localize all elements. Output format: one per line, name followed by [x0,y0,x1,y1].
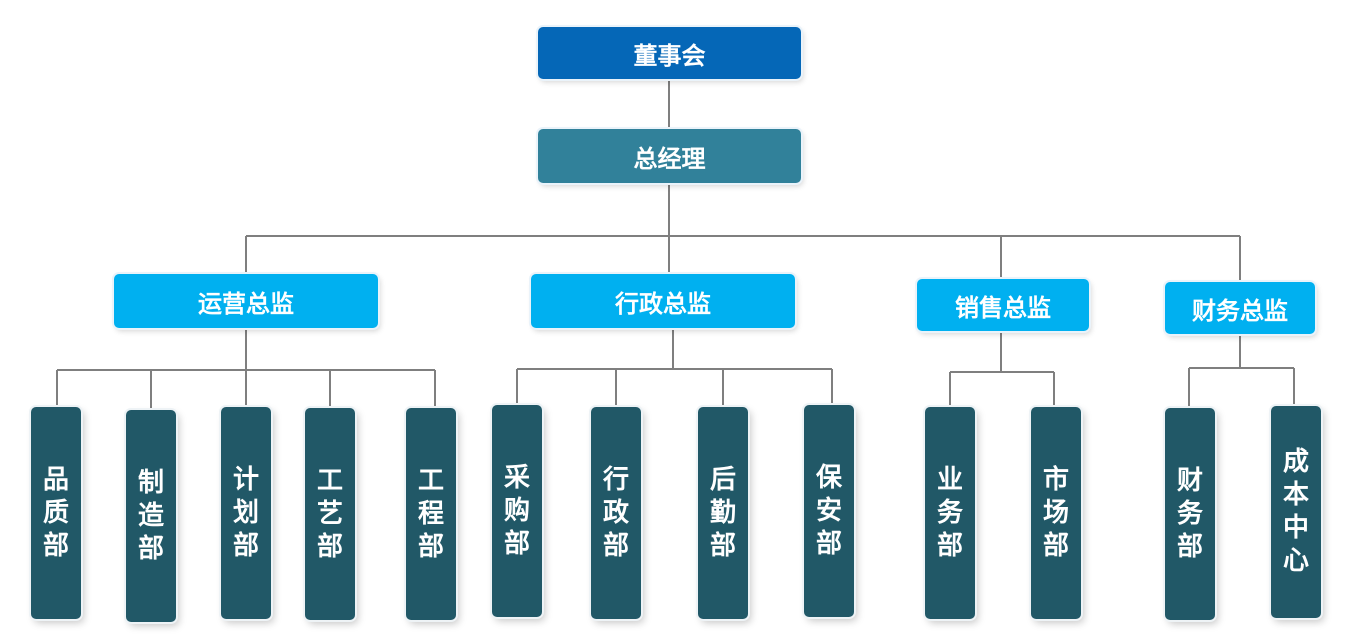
department-box: 业务部 [925,407,975,619]
department-box: 成本中心 [1271,406,1321,618]
board-box: 董事会 [538,27,801,79]
department-box: 后勤部 [698,407,748,619]
department-label: 业务部 [937,464,964,561]
department-box: 品质部 [31,407,81,619]
department-label: 行政部 [603,464,630,561]
director-label: 财务总监 [1192,295,1288,325]
department-label: 成本中心 [1283,447,1310,576]
director-label: 运营总监 [198,288,294,318]
department-box: 市场部 [1031,407,1081,619]
director-label: 销售总监 [955,292,1051,322]
director-box-finance: 财务总监 [1165,282,1315,334]
department-box: 行政部 [591,407,641,619]
department-label: 保安部 [816,462,843,559]
director-box-operations: 运营总监 [114,274,378,328]
department-label: 计划部 [233,464,260,561]
department-box: 财务部 [1165,408,1215,620]
department-box: 工程部 [406,408,456,620]
department-label: 品质部 [43,464,70,561]
department-box: 计划部 [221,407,271,619]
department-label: 工程部 [418,465,445,562]
department-box: 工艺部 [305,408,355,620]
director-box-administration: 行政总监 [531,274,795,328]
department-box: 采购部 [492,405,542,617]
department-label: 工艺部 [317,465,344,562]
general-manager-label: 总经理 [633,143,706,173]
department-label: 财务部 [1177,465,1204,562]
department-label: 制造部 [138,467,165,564]
board-label: 董事会 [633,40,706,70]
director-box-sales: 销售总监 [917,279,1089,331]
department-label: 采购部 [504,462,531,559]
general-manager-box: 总经理 [538,129,801,183]
director-label: 行政总监 [615,288,711,318]
department-label: 市场部 [1043,464,1070,561]
department-label: 后勤部 [710,464,737,561]
department-box: 保安部 [804,405,854,617]
department-box: 制造部 [126,410,176,622]
